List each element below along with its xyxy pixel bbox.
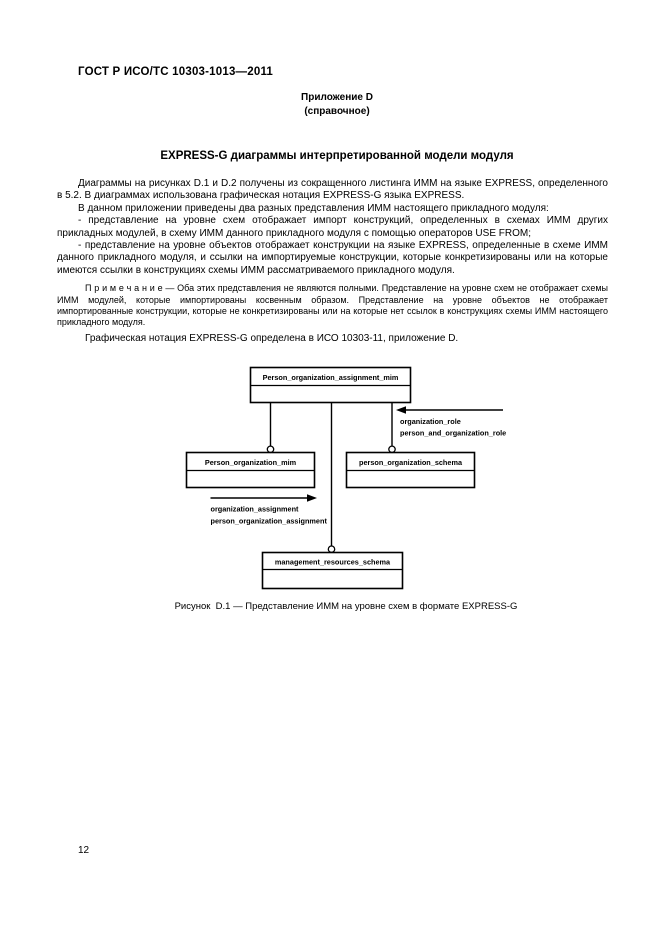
annex-subtitle: (справочное) [304,106,370,117]
page-reference-circle-left [266,445,275,454]
reference-label-person-organization-assignment: person_organization_assignment [211,517,328,526]
schema-box-person-organization-assignment-mim: Person_organization_assignment_mim [249,366,412,404]
document-header: ГОСТ Р ИСО/ТС 10303-1013—2011 [78,66,274,78]
right-arrowhead-icon [307,494,317,502]
body-text: Диаграммы на рисунках D.1 и D.2 получены… [57,178,608,346]
express-g-schema-diagram: Person_organization_assignment_mim organ… [0,360,661,600]
schema-box-label: management_resources_schema [275,558,391,567]
reference-label-organization-role: organization_role [400,417,461,426]
reference-right: organization_role person_and_organizatio… [396,406,506,438]
page-reference-circle-bottom [327,545,336,554]
note-paragraph: П р и м е ч а н и е — Оба этих представл… [57,283,608,328]
reference-left: organization_assignment person_organizat… [210,494,328,526]
schema-box-rect [261,551,404,590]
schema-box-person-organization-schema: person_organization_schema [345,451,476,489]
paragraph-entity-level: - представление на уровне объектов отобр… [57,240,608,276]
left-arrowhead-icon [396,406,406,414]
schema-box-person-organization-mim: Person_organization_mim [185,451,316,489]
paragraph-schema-level: - представление на уровне схем отображае… [57,215,608,239]
paragraph-intro: Диаграммы на рисунках D.1 и D.2 получены… [57,178,608,202]
paragraph-representations: В данном приложении приведены два разных… [78,202,549,214]
schema-box-label: Person_organization_mim [205,458,297,467]
figure-caption: Рисунок D.1 — Представление ИММ на уровн… [174,601,518,612]
reference-label-person-and-organization-role: person_and_organization_role [400,429,506,438]
paragraph-notation-reference: Графическая нотация EXPRESS-G определена… [85,333,459,345]
page-number: 12 [78,845,90,856]
page-reference-circle-right [388,445,396,454]
schema-box-label: Person_organization_assignment_mim [263,373,399,382]
schema-box-label: person_organization_schema [359,458,463,467]
reference-label-organization-assignment: organization_assignment [211,505,300,514]
section-title: EXPRESS-G диаграммы интерпретированной м… [160,150,514,162]
schema-box-management-resources-schema: management_resources_schema [261,551,404,590]
annex-title: Приложение D [301,92,373,103]
